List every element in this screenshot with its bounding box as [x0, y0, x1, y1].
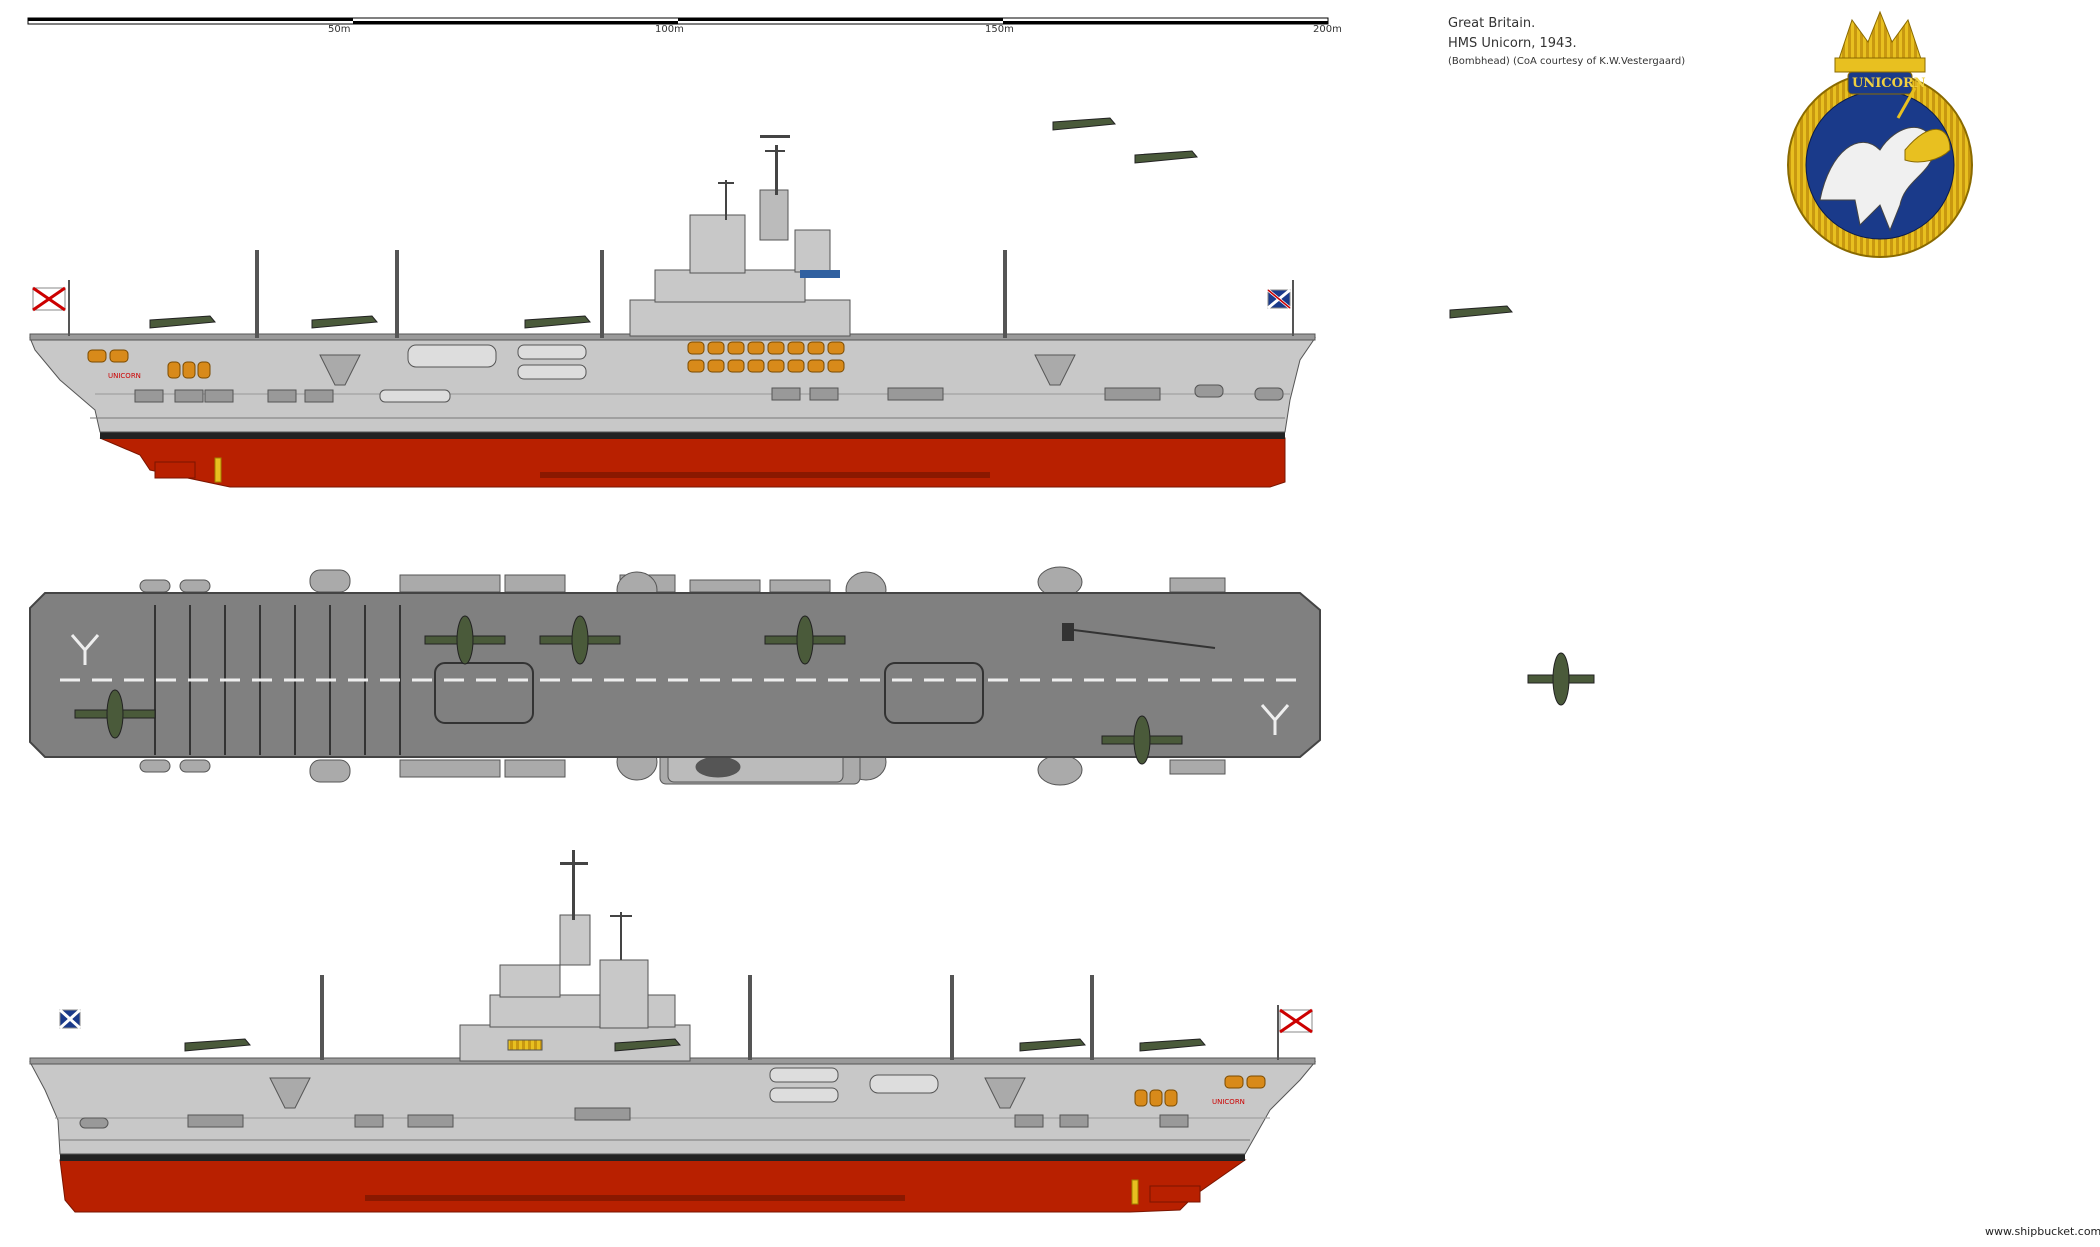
crest-name: UNICORN — [1852, 76, 1926, 91]
hull-name-starboard: UNICORN — [108, 372, 141, 380]
credits: (Bombhead) (CoA courtesy of K.W.Vesterga… — [1448, 56, 1686, 67]
flight-deck-plan — [29, 566, 1321, 786]
ship-crest — [1787, 10, 1973, 258]
flight-deck — [29, 592, 1321, 758]
island — [629, 135, 851, 337]
hull-red-2 — [59, 1159, 1247, 1213]
ensigns — [32, 280, 1294, 336]
starboard-profile — [29, 135, 1316, 488]
port-profile — [29, 850, 1317, 1213]
hull-name-port: UNICORN — [1212, 1098, 1245, 1106]
hull-red — [99, 437, 1286, 488]
scale-label-100m: 100m — [655, 24, 684, 35]
masts — [255, 250, 1007, 338]
ship-name-year: HMS Unicorn, 1943. — [1448, 36, 1577, 51]
boats — [379, 344, 587, 403]
scale-label-50m: 50m — [328, 24, 351, 35]
gun-sponsons — [319, 354, 1076, 386]
hull-openings — [134, 384, 1284, 403]
scale-bar — [27, 17, 1329, 25]
scale-label-200m: 200m — [1313, 24, 1342, 35]
flying-aircraft — [1052, 117, 1595, 706]
liferafts — [87, 341, 845, 379]
country-label: Great Britain. — [1448, 16, 1536, 31]
deck-aircraft — [149, 315, 591, 329]
scale-label-150m: 150m — [985, 24, 1014, 35]
watermark: www.shipbucket.com — [1985, 1225, 2100, 1238]
